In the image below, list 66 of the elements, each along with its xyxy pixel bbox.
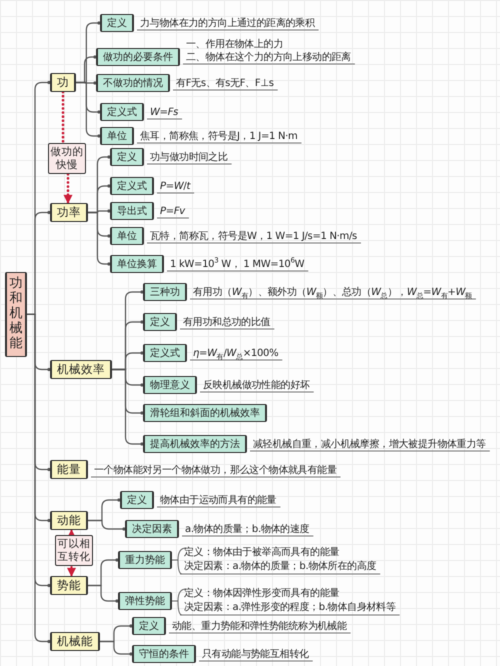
subtopic-box: 重力势能 bbox=[118, 551, 172, 569]
subtopic-box: 定义 bbox=[120, 491, 154, 509]
description-text: P=W/t bbox=[160, 180, 190, 193]
subtopic-box: 决定因素 bbox=[125, 520, 179, 538]
description-text: 决定因素：a.物体的质量；b.物体所在的高度 bbox=[184, 560, 376, 573]
connector bbox=[88, 212, 111, 266]
dotted-arrow bbox=[64, 172, 72, 204]
subtopic-box: 定义 bbox=[100, 14, 134, 32]
subtopic-box: 守恒的条件 bbox=[132, 645, 196, 663]
description-text: 一个物体能对另一个物体做功，那么这个物体就具有能量 bbox=[94, 464, 337, 477]
subtopic-box: 单位 bbox=[110, 227, 144, 245]
subtopic-box: 单位换算 bbox=[110, 255, 164, 273]
subtopic-box: 不做功的情况 bbox=[96, 74, 170, 92]
subtopic-box: 导出式 bbox=[110, 202, 154, 220]
description-text: η=W$_{有}$/W$_{总}$×100% bbox=[193, 347, 278, 360]
subtopic-box: 三种功 bbox=[143, 283, 187, 301]
description-text: W=Fs bbox=[150, 106, 178, 119]
description-text: 一、作用在物体上的力 bbox=[186, 38, 284, 51]
subtopic-box: 定义式 bbox=[143, 344, 187, 362]
topic-box: 机械效率 bbox=[50, 360, 112, 379]
subtopic-box: 定义 bbox=[143, 313, 177, 331]
connector bbox=[100, 640, 133, 656]
description-text: 减轻机械自重，减小机械摩擦，增大被提升物体重力等 bbox=[253, 438, 486, 451]
subtopic-box: 滑轮组和斜面的机械效率 bbox=[143, 404, 267, 422]
description-text: 定义：物体由于被举高而具有的能量 bbox=[184, 546, 340, 559]
subtopic-box: 定义式 bbox=[100, 103, 144, 121]
topic-box: 动能 bbox=[50, 511, 88, 530]
description-text: a.物体的质量；b.物体的速度 bbox=[185, 523, 310, 536]
note-box: 可以相互转化 bbox=[55, 535, 93, 566]
subtopic-box: 定义 bbox=[110, 148, 144, 166]
description-text: 决定因素：a.弹性形变的程度；b.物体自身材料等 bbox=[184, 601, 396, 614]
topic-box: 功 bbox=[50, 73, 76, 92]
note-box: 做功的快慢 bbox=[48, 143, 86, 174]
description-text: 有用功（W$_{有}$）、额外功（W$_{额}$）、总功（W$_{总}$），W$_{总}$=W$_{有}$+W$_{额}$ bbox=[193, 286, 472, 299]
subtopic-box: 物理意义 bbox=[143, 376, 197, 394]
topic-box: 势能 bbox=[50, 576, 88, 595]
description-text: 定义：物体因弹性形变而具有的能量 bbox=[184, 587, 340, 600]
connector bbox=[88, 584, 119, 603]
description-text: 焦耳，简称焦，符号是J，1 J=1 N·m bbox=[140, 130, 298, 143]
topic-box: 机械能 bbox=[50, 632, 100, 651]
connector bbox=[88, 520, 126, 531]
subtopic-box: 弹性势能 bbox=[118, 592, 172, 610]
description-text: P=Fv bbox=[160, 205, 185, 218]
connector bbox=[112, 368, 144, 446]
description-text: 1 kW=10$^{3}$ W， 1 MW=10$^{6}$W bbox=[170, 258, 304, 271]
description-text: 物体由于运动而具有的能量 bbox=[160, 494, 276, 507]
description-text: 功与做功时间之比 bbox=[150, 151, 228, 164]
subtopic-box: 单位 bbox=[100, 127, 134, 145]
description-text: 反映机械做功性能的好坏 bbox=[203, 379, 310, 392]
description-text: 只有动能与势能互相转化 bbox=[202, 648, 309, 661]
description-text: 有F无s、有s无F、F⊥s bbox=[176, 77, 274, 90]
description-text: 瓦特，简称瓦，符号是W，1 W=1 J/s=1 N·m/s bbox=[150, 230, 357, 243]
connector bbox=[27, 314, 51, 644]
arrow bbox=[67, 566, 76, 577]
description-text: 二、物体在这个力的方向上移动的距离 bbox=[186, 51, 351, 64]
subtopic-box: 定义 bbox=[132, 617, 166, 635]
connector bbox=[76, 82, 101, 138]
subtopic-box: 做功的必要条件 bbox=[96, 48, 180, 66]
topic-box: 功率 bbox=[50, 203, 88, 222]
description-text: 力与物体在力的方向上通过的距离的乘积 bbox=[140, 17, 315, 30]
topic-box: 能量 bbox=[50, 460, 88, 479]
description-text: 动能、重力势能和弹性势能统称为机械能 bbox=[172, 620, 347, 633]
description-text: 有用功和总功的比值 bbox=[183, 316, 270, 329]
root-topic-box: 功和机械能 bbox=[5, 272, 27, 357]
subtopic-box: 定义式 bbox=[110, 177, 154, 195]
subtopic-box: 提高机械效率的方法 bbox=[143, 435, 247, 453]
